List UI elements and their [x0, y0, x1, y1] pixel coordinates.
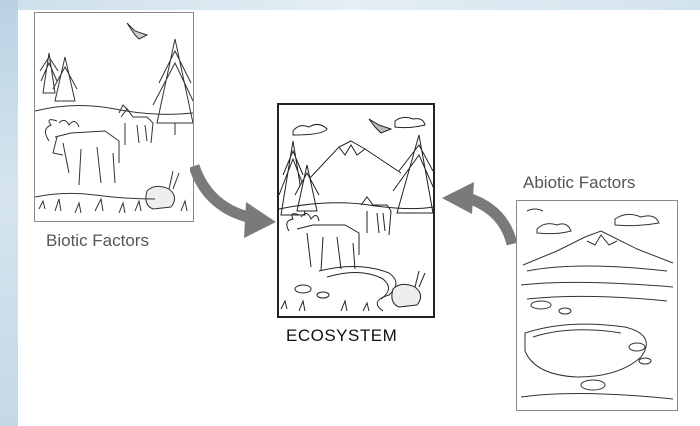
- frame-left-border: [0, 0, 18, 426]
- biotic-to-ecosystem-arrow-icon: [190, 164, 276, 238]
- abiotic-illustration-icon: [520, 208, 674, 400]
- frame-top-border: [0, 0, 700, 10]
- ecosystem-label: ECOSYSTEM: [286, 326, 398, 345]
- abiotic-to-ecosystem-arrow-icon: [442, 182, 518, 246]
- biotic-illustration-icon: [35, 22, 193, 214]
- ecosystem-illustration-icon: [279, 116, 433, 312]
- biotic-factors-panel: [34, 12, 194, 222]
- biotic-factors-label: Biotic Factors: [46, 231, 149, 250]
- abiotic-factors-panel: [516, 200, 678, 411]
- abiotic-factors-label: Abiotic Factors: [523, 173, 636, 192]
- ecosystem-panel: [277, 103, 435, 318]
